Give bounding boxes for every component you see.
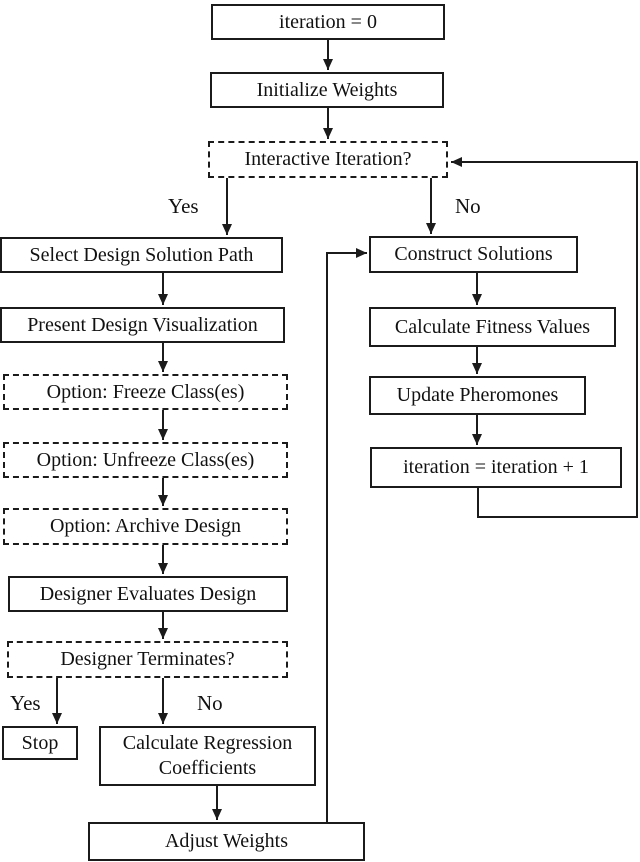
node-calculate-regression: Calculate Regression Coefficients — [99, 726, 316, 786]
branch-label-terminates-no: No — [197, 691, 223, 715]
edge-adjust-loop-construct — [326, 248, 367, 822]
edge-increment-loop-interactive — [451, 157, 638, 518]
node-present-design-visualization: Present Design Visualization — [0, 307, 285, 343]
node-designer-terminates: Designer Terminates? — [7, 641, 288, 678]
node-iteration-zero: iteration = 0 — [211, 4, 445, 40]
node-update-pheromones: Update Pheromones — [369, 376, 586, 415]
node-calculate-fitness: Calculate Fitness Values — [369, 307, 616, 347]
node-interactive-iteration: Interactive Iteration? — [208, 141, 448, 178]
node-option-unfreeze: Option: Unfreeze Class(es) — [3, 442, 288, 478]
node-adjust-weights: Adjust Weights — [88, 822, 365, 861]
node-construct-solutions: Construct Solutions — [369, 236, 578, 273]
node-option-archive: Option: Archive Design — [3, 508, 288, 545]
node-option-freeze: Option: Freeze Class(es) — [3, 374, 288, 410]
node-select-design-solution-path: Select Design Solution Path — [0, 237, 283, 273]
node-designer-evaluates: Designer Evaluates Design — [8, 576, 288, 612]
branch-label-interactive-no: No — [455, 194, 481, 218]
node-initialize-weights: Initialize Weights — [210, 72, 444, 108]
branch-label-interactive-yes: Yes — [168, 194, 199, 218]
node-iteration-increment: iteration = iteration + 1 — [370, 447, 622, 488]
node-stop: Stop — [2, 726, 78, 760]
branch-label-terminates-yes: Yes — [10, 691, 41, 715]
